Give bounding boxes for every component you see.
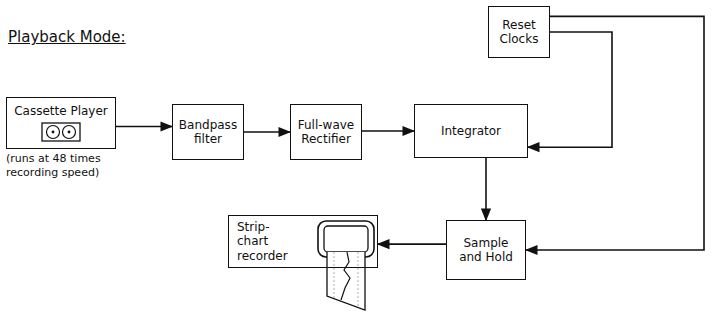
signal-arrow: [378, 243, 446, 245]
diagram-title: Playback Mode:: [8, 28, 126, 46]
signal-arrow: [526, 16, 704, 250]
output-box: Strip-chart recorder: [228, 215, 378, 268]
node-text: Full-wave Rectifier: [296, 118, 356, 147]
signal-arrow: [116, 126, 172, 128]
process-box: Integrator: [414, 104, 528, 158]
node-text: Cassette Player: [14, 104, 108, 118]
process-box: Bandpass filter: [172, 104, 244, 160]
control-box: Reset Clocks: [488, 6, 550, 58]
node-text: Reset Clocks: [494, 18, 544, 47]
signal-arrow: [485, 158, 487, 220]
node-text: Bandpass filter: [178, 118, 238, 147]
node-text: Sample and Hold: [452, 236, 520, 265]
cassette-icon: [41, 122, 81, 142]
node-text: Integrator: [441, 124, 501, 138]
signal-arrow: [362, 130, 414, 132]
note-label: (runs at 48 times recording speed): [6, 152, 128, 180]
signal-arrow: [244, 131, 290, 133]
process-box: Full-wave Rectifier: [290, 104, 362, 160]
node-text: Strip-chart recorder: [237, 220, 297, 263]
source-box: Cassette Player: [6, 97, 116, 149]
process-box: Sample and Hold: [446, 220, 526, 280]
